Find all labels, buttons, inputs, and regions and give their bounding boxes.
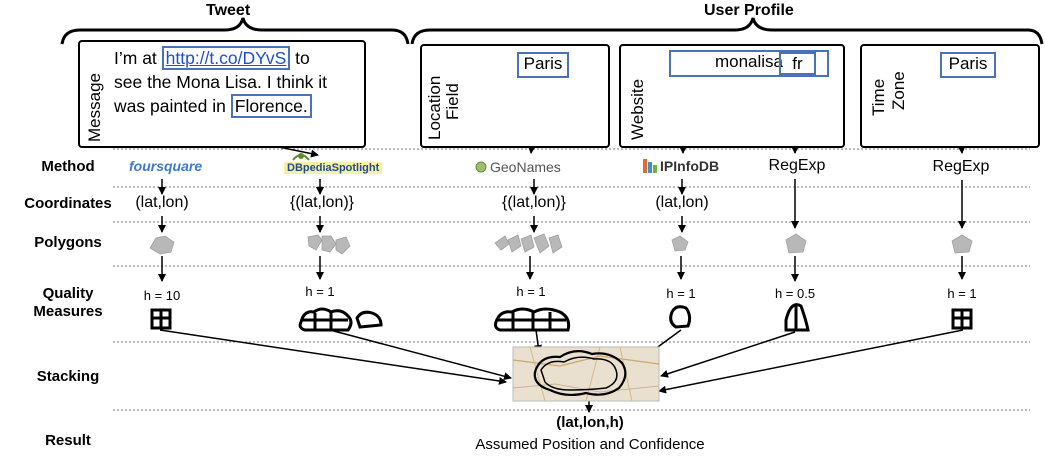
message-line-2: see the Mona Lisa. I think it [114, 72, 328, 92]
location-label-line2: Field [443, 83, 462, 120]
profile-brace [410, 17, 1044, 45]
geonames-logo: GeoNames [490, 159, 561, 175]
row-label-polygons: Polygons [34, 234, 102, 251]
message-line-3-start: was painted in [114, 96, 231, 116]
message-box: Message I’m at http://t.co/DYvS to see t… [78, 40, 366, 148]
message-line-3: was painted in Florence. [114, 94, 364, 118]
message-link-highlight: http://t.co/DYvS [161, 46, 291, 70]
website-box: Website [619, 44, 845, 148]
result-value: (lat,lon,h) [556, 414, 624, 431]
regexp-time-zone: RegExp [932, 158, 990, 175]
stacking-arrows [159, 329, 964, 394]
tweet-brace [60, 17, 410, 45]
message-link[interactable]: http://t.co/DYvS [165, 48, 287, 68]
florence-highlight: Florence. [230, 94, 312, 118]
row-label-quality-line2: Measures [33, 303, 103, 320]
row-label-quality-line1: Quality [42, 285, 94, 302]
row-label-method: Method [41, 158, 95, 175]
message-text: I’m at http://t.co/DYvS to see the Mona … [114, 46, 364, 118]
column-arrows [158, 179, 966, 413]
message-line-1-end: to [290, 48, 310, 68]
row-label-stacking: Stacking [36, 368, 100, 385]
quality-h-ipinfodb: h = 1 [666, 286, 696, 301]
row-label-coordinates: Coordinates [24, 195, 112, 212]
quality-shapes [150, 303, 973, 332]
polygon-shapes [149, 233, 973, 255]
location-value-box: Paris [517, 52, 569, 78]
website-value-box: monalisa [669, 50, 829, 77]
row-label-result: Result [45, 432, 91, 449]
website-value-a: monalisa [714, 52, 784, 71]
message-label: Message [85, 73, 104, 142]
website-label: Website [628, 78, 647, 140]
regexp-website: RegExp [768, 157, 826, 174]
row-separators [113, 148, 1030, 411]
time-zone-label-line2: Zone [889, 71, 908, 110]
foursquare-logo: foursquare [129, 158, 203, 174]
result-caption: Assumed Position and Confidence [475, 436, 705, 453]
quality-h-regexp-website: h = 0.5 [774, 286, 816, 301]
user-profile-header: User Profile [704, 2, 794, 19]
row-label-quality: Quality Measures [8, 285, 128, 321]
time-zone-value-box: Paris [940, 52, 996, 78]
logo-marks [292, 153, 657, 173]
message-line-1-start: I’m at [114, 48, 162, 68]
stacking-map [512, 346, 660, 402]
location-field-box: Location Field [420, 44, 610, 148]
coordinates-foursquare: (lat,lon) [135, 194, 189, 211]
tweet-header: Tweet [206, 2, 251, 19]
quality-h-dbpedia: h = 1 [305, 284, 335, 299]
coordinates-geonames: {(lat,lon)} [501, 194, 567, 211]
message-line-1: I’m at http://t.co/DYvS to [114, 46, 364, 70]
time-zone-box: Time Zone [860, 44, 1040, 148]
quality-h-geonames: h = 1 [516, 284, 546, 299]
website-tld-box: fr [779, 52, 816, 75]
coordinates-ipinfodb: (lat,lon) [655, 194, 709, 211]
coordinates-dbpedia: {(lat,lon)} [289, 194, 355, 211]
location-label-line1: Location [425, 75, 444, 140]
quality-h-foursquare: h = 10 [143, 288, 181, 303]
ipinfodb-logo: IPInfoDB [660, 158, 720, 174]
time-zone-label-line1: Time [869, 78, 888, 116]
quality-h-regexp-time-zone: h = 1 [947, 286, 977, 301]
dbpedia-spotlight-logo: DBpediaSpotlight [284, 162, 383, 174]
